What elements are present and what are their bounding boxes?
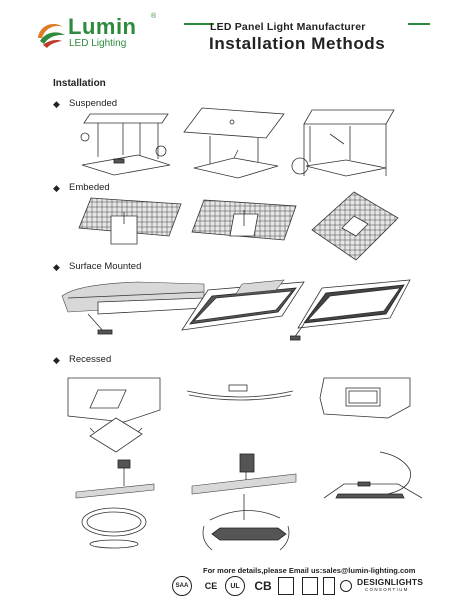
energy-cert-icon <box>278 576 294 596</box>
contact-email-text: For more details,please Email us:sales@l… <box>203 566 416 575</box>
recessed-installed <box>318 376 412 425</box>
cb-cert-label: CB <box>254 579 272 593</box>
designlights-label: DESIGNLIGHTS <box>357 577 424 587</box>
recessed-round-step-2 <box>190 450 300 563</box>
header-rule-right <box>408 23 430 25</box>
consortium-label: CONSORTIUM <box>365 586 409 592</box>
surface-diagram-1 <box>58 276 208 353</box>
ce-cert-icon: CE <box>200 576 222 596</box>
method-label-suspended: Suspended <box>69 98 118 109</box>
designlights-logo: DESIGNLIGHTS CONSORTIUM <box>357 578 429 592</box>
bullet-icon: ◆ <box>53 99 60 109</box>
surface-diagram-2 <box>178 276 308 351</box>
section-title: Installation <box>53 78 106 89</box>
embeded-diagram-2 <box>190 196 298 257</box>
method-label-surface-mounted: Surface Mounted <box>69 261 142 272</box>
registered-mark: ® <box>151 13 157 20</box>
recessed-profile <box>185 383 295 410</box>
leaf-cert-icon <box>322 576 336 596</box>
embeded-diagram-1 <box>77 192 185 263</box>
surface-diagram-3 <box>289 276 414 355</box>
method-label-recessed: Recessed <box>69 354 112 365</box>
saa-cert-icon: SAA <box>171 576 193 596</box>
header-subtitle: LED Panel Light Manufacturer <box>210 21 366 33</box>
bullet-icon: ◆ <box>53 183 60 193</box>
page-title: Installation Methods <box>209 34 386 53</box>
logo-swoosh-icon <box>35 18 67 50</box>
suspended-diagram-2 <box>180 104 288 187</box>
eac-cert-icon <box>300 576 320 596</box>
recessed-square-panel <box>88 416 144 461</box>
bullet-icon: ◆ <box>53 355 60 365</box>
brand-name: Lumin <box>68 14 137 39</box>
embeded-diagram-3 <box>310 190 400 267</box>
bullet-icon: ◆ <box>53 262 60 272</box>
ul-cert-icon: UL <box>224 576 246 596</box>
recessed-round-step-1 <box>74 458 156 561</box>
brand-subtitle: LED Lighting <box>69 38 127 49</box>
lightbulb-cert-icon <box>339 576 353 596</box>
recessed-round-step-3 <box>318 448 428 511</box>
method-label-embeded: Embeded <box>69 182 110 193</box>
ce-cert-label: CE <box>204 581 218 591</box>
saa-cert-label: SAA <box>172 576 192 596</box>
suspended-diagram-1 <box>78 111 178 184</box>
recessed-ceiling-cutout <box>66 376 162 429</box>
ul-cert-label: UL <box>225 576 245 596</box>
cb-cert-icon: CB <box>252 576 274 596</box>
suspended-diagram-3 <box>290 104 400 187</box>
header-rule-left <box>184 23 214 25</box>
